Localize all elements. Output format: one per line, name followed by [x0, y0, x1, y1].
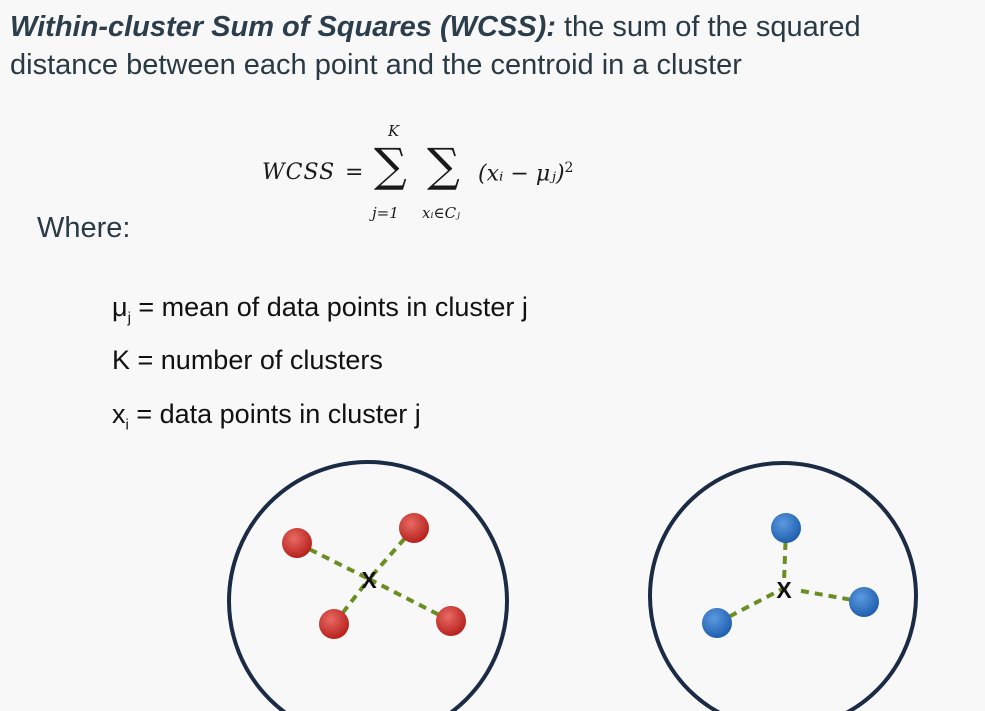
wcss-formula: WCSS = ∑ ∑ K j=1 xᵢ∈Cⱼ (xᵢ − μⱼ)2 [262, 112, 622, 237]
definition-text: = data points in cluster j [128, 398, 421, 429]
link-line [367, 526, 416, 581]
centroid-marker-right: X [776, 577, 792, 603]
sum-outer-lower-limit: j=1 [372, 204, 399, 222]
data-point-blue [849, 587, 879, 617]
definition-mean: μj = mean of data points in cluster j [112, 286, 528, 339]
link-line [332, 577, 371, 626]
data-point-red [436, 606, 466, 636]
wcss-term: Within-cluster Sum of Squares (WCSS): [10, 11, 556, 43]
link-line [716, 586, 785, 625]
cluster-boundary-right [648, 461, 918, 711]
definition-points: xi = data points in cluster j [112, 393, 528, 446]
formula-exponent: 2 [564, 160, 574, 176]
formula-difference: (xᵢ − μⱼ) [478, 161, 565, 187]
sum-upper-limit: K [388, 122, 400, 140]
link-line [782, 527, 788, 583]
definition-text: = mean of data points in cluster j [130, 292, 528, 322]
formula-body: (xᵢ − μⱼ)2 [478, 160, 573, 186]
definition-k: K = number of clusters [112, 339, 528, 392]
summation-symbol-outer: ∑ [374, 138, 407, 192]
link-line [795, 588, 865, 604]
data-point-blue [702, 608, 732, 638]
definition-symbol: x [112, 398, 126, 429]
headline-line-1: Within-cluster Sum of Squares (WCSS): th… [10, 8, 985, 46]
definitions-list: μj = mean of data points in cluster j K … [112, 286, 528, 446]
definition-symbol: μ [112, 292, 128, 322]
definition-subscript: j [127, 309, 131, 327]
definition-text: = number of clusters [130, 345, 383, 376]
definition-symbol: K [112, 345, 131, 376]
data-point-blue [771, 513, 801, 543]
sum-inner-lower-limit: xᵢ∈Cⱼ [422, 204, 461, 222]
cluster-links-left [296, 526, 452, 626]
data-point-red [282, 528, 312, 558]
data-point-red [399, 513, 429, 543]
cluster-links-right [716, 527, 865, 625]
formula-lhs: WCSS [262, 160, 336, 185]
wcss-definition-part2: distance between each point and the cent… [10, 49, 742, 81]
data-point-red [319, 609, 349, 639]
summation-symbol-inner: ∑ [427, 138, 460, 192]
headline: Within-cluster Sum of Squares (WCSS): th… [10, 8, 985, 84]
wcss-definition-part1: the sum of the squared [555, 11, 861, 43]
formula-equals: = [345, 160, 364, 185]
centroid-marker-left: X [361, 567, 377, 593]
where-label: Where: [37, 212, 131, 244]
link-line [368, 577, 452, 623]
definition-subscript: i [125, 416, 129, 434]
cluster-boundary-left [227, 460, 509, 711]
